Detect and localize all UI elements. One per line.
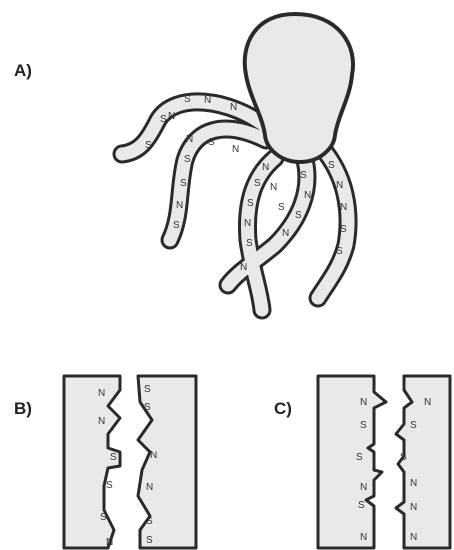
- pole-label: S: [180, 178, 187, 189]
- pole-label: N: [244, 218, 251, 229]
- pole-label: N: [410, 532, 417, 543]
- pole-label: N: [230, 102, 237, 113]
- panel-b: B) N N S S S N S S N N S S: [14, 376, 196, 548]
- pole-label: S: [208, 137, 215, 148]
- pole-label: S: [358, 500, 365, 511]
- pole-label: S: [144, 402, 151, 413]
- pole-label: N: [146, 482, 153, 493]
- pole-label: N: [176, 200, 183, 211]
- pole-label: N: [340, 202, 347, 213]
- pole-label: N: [360, 482, 367, 493]
- panel-a: A) N N S: [14, 14, 353, 310]
- pole-label: S: [278, 202, 285, 213]
- panel-a-label: A): [14, 61, 32, 80]
- pole-label: N: [360, 397, 367, 408]
- pole-label: N: [360, 532, 367, 543]
- pole-label: S: [295, 210, 302, 221]
- pole-label: N: [168, 111, 175, 122]
- pole-label: S: [144, 384, 151, 395]
- pole-label: S: [246, 238, 253, 249]
- panel-c-label: C): [274, 399, 292, 418]
- pole-label: S: [146, 516, 153, 527]
- pole-label: S: [410, 420, 417, 431]
- pole-label: S: [340, 224, 347, 235]
- pole-label: S: [336, 246, 343, 257]
- pole-label: N: [186, 134, 193, 145]
- pole-label: S: [100, 512, 107, 523]
- pole-label: N: [240, 262, 247, 273]
- pole-label: S: [300, 170, 307, 181]
- pole-label: N: [150, 450, 157, 461]
- pole-label: N: [410, 502, 417, 513]
- pole-label: S: [184, 94, 191, 105]
- pole-label: S: [146, 535, 153, 546]
- pole-label: N: [336, 180, 343, 191]
- pole-label: S: [110, 452, 117, 463]
- pole-label: N: [98, 416, 105, 427]
- pole-label: N: [262, 162, 269, 173]
- pole-label: S: [400, 452, 407, 463]
- pole-label: S: [254, 178, 261, 189]
- pole-label: N: [304, 190, 311, 201]
- pole-label: S: [160, 114, 167, 125]
- pole-label: N: [98, 388, 105, 399]
- pole-label: S: [328, 160, 335, 171]
- pole-label: N: [282, 228, 289, 239]
- pole-label: S: [247, 198, 254, 209]
- pole-label: S: [173, 220, 180, 231]
- pole-label: N: [410, 478, 417, 489]
- pole-label: S: [356, 452, 363, 463]
- panel-c-left-piece: [318, 376, 386, 548]
- pole-label: S: [145, 140, 152, 151]
- pole-label: N: [270, 182, 277, 193]
- pole-label: N: [232, 144, 239, 155]
- panel-c: C) N S S N S N N S S N N N: [274, 376, 450, 548]
- pole-label: S: [360, 420, 367, 431]
- octopus: N N S S N S N S N S S N S N S S N S N S: [122, 14, 353, 310]
- pole-label: S: [106, 480, 113, 491]
- panel-b-label: B): [14, 399, 32, 418]
- pole-label: N: [106, 537, 113, 548]
- pole-label: S: [184, 154, 191, 165]
- pole-label: N: [204, 95, 211, 106]
- pole-label: N: [424, 397, 431, 408]
